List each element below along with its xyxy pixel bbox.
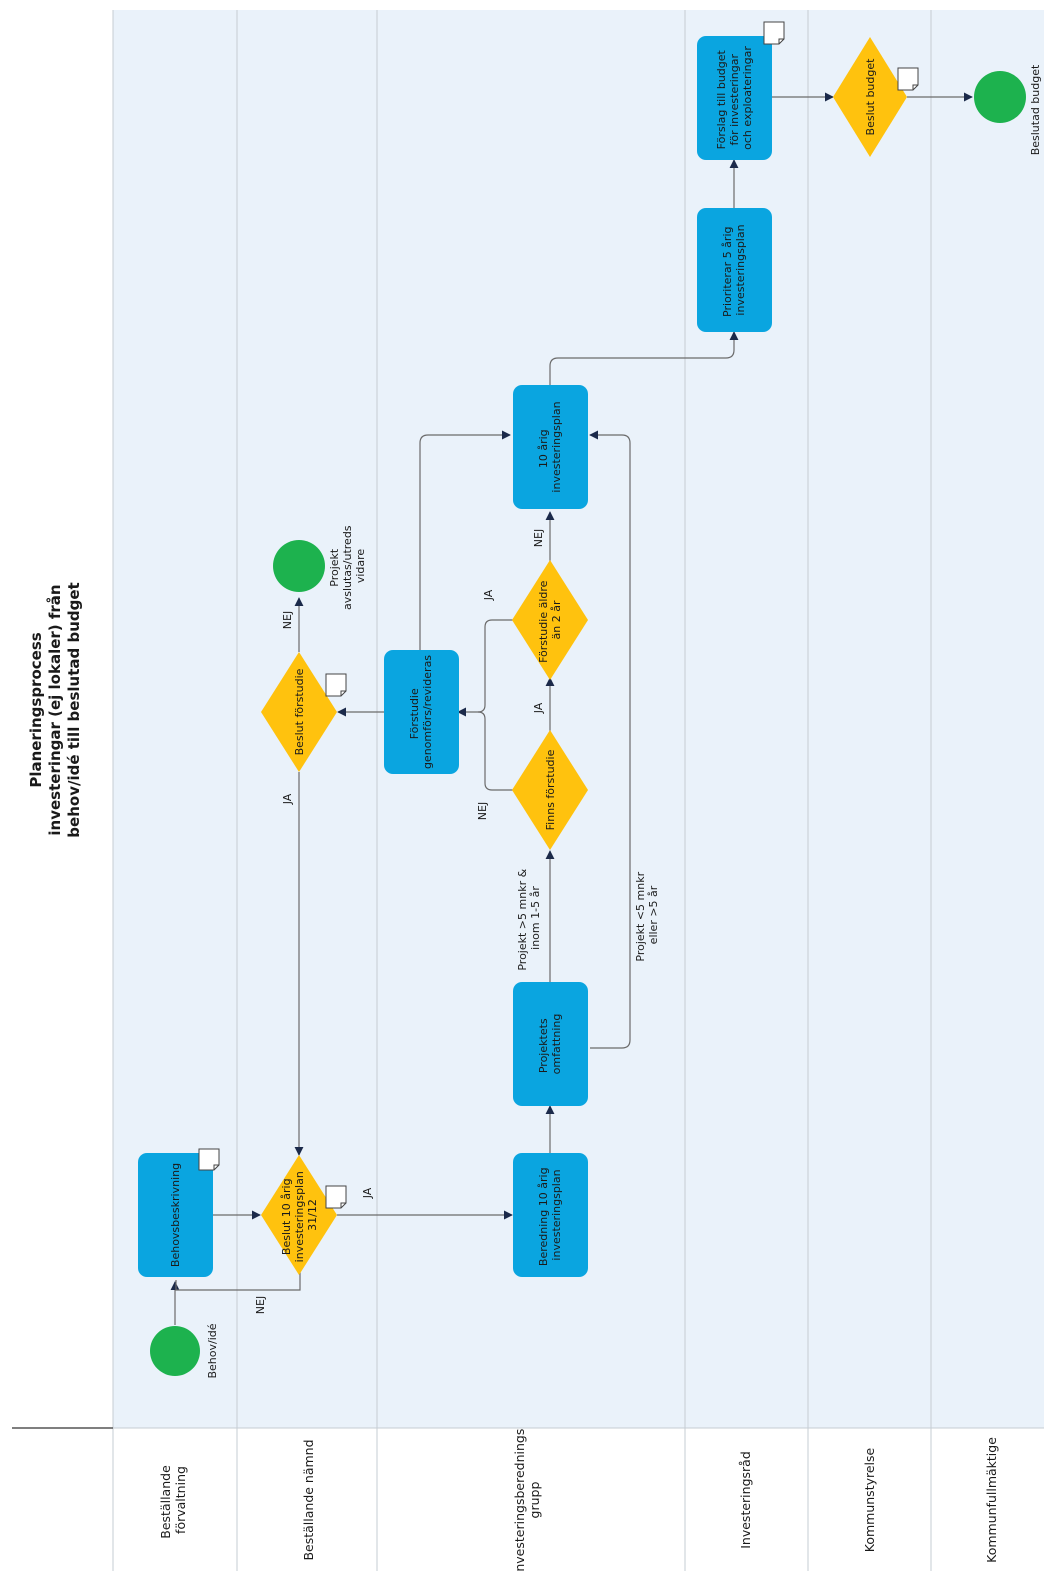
- task-projektets-omfattning: Projektets omfattning: [513, 982, 588, 1106]
- task-box: [513, 385, 588, 509]
- task-label: Behovsbeskrivning: [169, 1163, 182, 1267]
- task-box: [138, 1153, 213, 1277]
- task-box: [513, 982, 588, 1106]
- gateway-diamond: [261, 652, 337, 772]
- lane-header-kommunstyrelse: Kommunstyrelse: [862, 1447, 877, 1552]
- lane-header-investeringsrad: Investeringsråd: [738, 1451, 753, 1549]
- flow-omfattning-small-to-plan: [589, 430, 631, 1049]
- gateway-beslut-10-arig: Beslut 10 årig investeringsplan 31/12: [261, 1155, 347, 1275]
- flow-label-projekt-small: Projekt <5 mnkr eller >5 år: [634, 868, 660, 961]
- task-box: [697, 36, 772, 160]
- task-label: Beredning 10 årig investeringsplan: [537, 1164, 563, 1266]
- gateway-beslut-forstudie: Beslut förstudie: [261, 652, 347, 772]
- start-event: Behov/idé: [150, 1323, 219, 1379]
- flow-beslut10-nej: [175, 1272, 301, 1291]
- gateway-diamond: [512, 730, 588, 850]
- task-box: [384, 650, 459, 774]
- task-box: [513, 1153, 588, 1277]
- title-line-1: Planeringsprocess: [27, 632, 45, 787]
- title-line-3: behov/idé till beslutad budget: [65, 582, 83, 837]
- task-forslag-budget: Förslag till budget för investeringar oc…: [697, 21, 785, 160]
- document-icon: [325, 1185, 347, 1209]
- flow-label-nej: NEJ: [532, 529, 545, 547]
- end-event-projekt-circle: [273, 540, 325, 592]
- flow-labels: NEJ JA JA NEJ Projekt >5 mnkr & inom 1-5…: [254, 529, 660, 1314]
- task-beredning: Beredning 10 årig investeringsplan: [513, 1153, 588, 1277]
- end-event-budget-label: Beslutad budget: [1029, 64, 1042, 155]
- flow-plan-to-prioriterar: [549, 331, 739, 385]
- gateway-diamond: [512, 560, 588, 680]
- flow-label-ja: JA: [361, 1187, 374, 1199]
- task-forstudie-genomfors: Förstudie genomförs/revideras: [384, 650, 459, 774]
- connectors: [170, 92, 973, 1325]
- gateway-forstudie-aldre: Förstudie äldre än 2 år: [512, 560, 588, 680]
- end-event-projekt: Projekt avslutas/utreds vidare: [273, 522, 367, 610]
- lane-header-bestallande-forvaltning: Beställande förvaltning: [158, 1461, 188, 1538]
- end-event-projekt-label: Projekt avslutas/utreds vidare: [328, 522, 367, 610]
- gateway-label: Beslut förstudie: [293, 668, 306, 755]
- end-event-budget: Beslutad budget: [974, 64, 1042, 155]
- flow-label-nej: NEJ: [281, 611, 294, 629]
- task-prioriterar: Prioriterar 5 årig investeringsplan: [697, 208, 772, 332]
- start-event-label: Behov/idé: [206, 1323, 219, 1378]
- flow-label-projekt-large: Projekt >5 mnkr & inom 1-5 år: [516, 865, 542, 970]
- gateway-finns-forstudie: Finns förstudie: [512, 730, 588, 850]
- flow-finns-nej: [457, 707, 513, 791]
- document-icon: [763, 21, 785, 45]
- lane-header-investeringsberedningsgrupp: Investeringsberednings grupp: [512, 1425, 542, 1571]
- task-box: [697, 208, 772, 332]
- gateway-diamond: [833, 37, 907, 157]
- title-line-2: investeringar (ej lokaler) från: [46, 584, 64, 835]
- task-label: Projektets omfattning: [537, 1014, 563, 1075]
- document-icon: [897, 67, 919, 91]
- gateway-diamond: [261, 1155, 337, 1275]
- flow-label-nej: NEJ: [476, 802, 489, 820]
- flow-label-ja: JA: [281, 793, 294, 805]
- gateway-label: Beslut 10 årig investeringsplan 31/12: [280, 1168, 319, 1263]
- task-label: Förstudie genomförs/revideras: [408, 655, 434, 769]
- lane-header-kommunfullmaktige: Kommunfullmäktige: [984, 1437, 999, 1563]
- flow-forstudie-to-plan: [419, 430, 511, 650]
- gateway-label: Beslut budget: [864, 58, 877, 136]
- gateway-label: Förstudie äldre än 2 år: [537, 577, 563, 663]
- lane-header-bestallande-namnd: Beställande nämnd: [301, 1439, 316, 1560]
- flow-aldre-ja: [477, 619, 513, 713]
- flow-label-nej: NEJ: [254, 1296, 267, 1314]
- end-event-budget-circle: [974, 71, 1026, 123]
- lane-headers: Beställande förvaltning Beställande nämn…: [158, 1425, 999, 1571]
- gateway-beslut-budget: Beslut budget: [833, 37, 919, 157]
- start-event-circle: [150, 1326, 200, 1376]
- gateway-label: Finns förstudie: [544, 749, 557, 830]
- task-label: 10 årig investeringsplan: [537, 401, 563, 492]
- task-10-arig-investeringsplan: 10 årig investeringsplan: [513, 385, 588, 509]
- task-behovsbeskrivning: Behovsbeskrivning: [138, 1148, 220, 1277]
- flow-label-ja: JA: [482, 589, 495, 601]
- document-icon: [325, 673, 347, 697]
- document-icon: [198, 1148, 220, 1171]
- diagram-title: Planeringsprocess investeringar (ej loka…: [27, 582, 83, 837]
- task-label: Förslag till budget för investeringar oc…: [715, 46, 754, 150]
- flow-label-ja: JA: [532, 702, 545, 714]
- task-label: Prioriterar 5 årig investeringsplan: [721, 223, 747, 317]
